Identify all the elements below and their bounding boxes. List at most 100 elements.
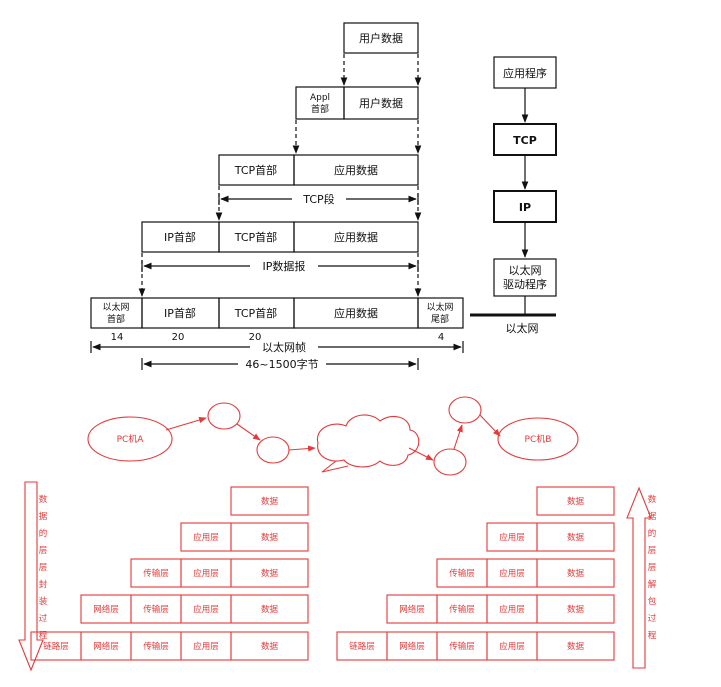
encapsulation-top xyxy=(90,22,464,370)
decap-caption-char: 据 xyxy=(648,511,657,522)
app-data-box-2 xyxy=(293,221,419,253)
encap-caption-char: 程 xyxy=(39,631,48,641)
router-node-3 xyxy=(433,448,467,476)
left-stack-row4-data-label: 数据 xyxy=(261,641,279,652)
right-stack-row2-app-label: 应用层 xyxy=(499,568,525,579)
user-data-label-2: 用户数据 xyxy=(359,96,403,110)
right-stack-row3-transport-label: 传输层 xyxy=(449,604,475,615)
tcp-header-label: TCP首部 xyxy=(234,163,277,177)
tcp-header-label-2: TCP首部 xyxy=(234,230,277,244)
app-data-label-3: 应用数据 xyxy=(334,306,378,320)
encap-caption-char: 封 xyxy=(39,579,48,590)
network-path-text: PC机A PC机B xyxy=(117,433,552,445)
encap-caption-char: 过 xyxy=(39,613,48,624)
tcp-segment-label: TCP段 xyxy=(302,192,334,206)
layer-stacks: 数据数据应用层数据传输层应用层数据网络层传输层应用层数据链路层网络层传输层应用层… xyxy=(30,486,615,661)
user-data-box xyxy=(343,22,419,54)
router-node-4 xyxy=(448,396,482,424)
left-stack-row3-app-box xyxy=(180,594,232,624)
pc-b-label: PC机B xyxy=(525,433,552,445)
size-eth-header: 14 xyxy=(111,332,124,343)
right-stack-row4-app-box xyxy=(486,631,538,661)
encap-caption-char: 层 xyxy=(39,563,48,573)
eth-trailer-label-1: 以太网 xyxy=(426,301,453,313)
stack-driver-label-1: 以太网 xyxy=(509,264,542,277)
pc-a-label: PC机A xyxy=(117,433,145,445)
left-stack-row2-data-label: 数据 xyxy=(261,568,279,579)
encap-caption-char: 装 xyxy=(39,596,48,607)
left-stack-row4-app-label: 应用层 xyxy=(193,641,219,652)
decap-direction-arrow xyxy=(626,486,652,669)
encap-caption-char: 据 xyxy=(39,511,48,522)
stack-tcp-label: TCP xyxy=(513,134,537,147)
left-stack-row2-app-box xyxy=(180,558,232,588)
stack-app-label: 应用程序 xyxy=(503,66,547,80)
right-stack-row3-network-label: 网络层 xyxy=(399,604,425,615)
ip-datagram-label: IP数据报 xyxy=(263,259,306,273)
eth-trailer-box xyxy=(417,297,464,329)
tcp-header-label-3: TCP首部 xyxy=(234,306,277,320)
internet-cloud xyxy=(316,414,420,468)
pc-b-node xyxy=(497,417,579,461)
right-stack-row3-app-box xyxy=(486,594,538,624)
right-stack-row4-app-label: 应用层 xyxy=(499,641,525,652)
stack-ip-label: IP xyxy=(519,201,531,214)
decap-caption-char: 过 xyxy=(648,613,657,624)
protocol-stack-text: 应用程序 TCP IP 以太网 驱动程序 以太网 xyxy=(503,66,547,335)
size-ip-header: 20 xyxy=(172,332,185,343)
right-stack-row2-app-box xyxy=(486,558,538,588)
protocol-stack xyxy=(470,56,557,317)
right-stack-row1-app-label: 应用层 xyxy=(499,532,525,543)
app-data-label-2: 应用数据 xyxy=(334,230,378,244)
left-stack-row4-network-label: 网络层 xyxy=(93,641,119,652)
decap-caption-char: 层 xyxy=(648,563,657,573)
right-stack-row4-data-label: 数据 xyxy=(567,641,585,652)
left-stack-row1-data-label: 数据 xyxy=(261,532,279,543)
app-data-label: 应用数据 xyxy=(334,163,378,177)
appl-header-label-1: Appl xyxy=(310,93,330,103)
right-stack-row1-app-box xyxy=(486,522,538,552)
ip-header-label-3: IP首部 xyxy=(164,306,196,320)
decap-caption-char: 数 xyxy=(648,494,657,505)
right-stack-row1-data-label: 数据 xyxy=(567,532,585,543)
encapsulation-text: 用户数据 Appl 首部 用户数据 TCP首部 应用数据 TCP段 IP首部 T… xyxy=(102,31,453,371)
size-eth-trailer: 4 xyxy=(438,332,444,343)
decap-caption-char: 程 xyxy=(648,631,657,641)
left-stack-row1-app-box xyxy=(180,522,232,552)
left-stack-row3-transport-label: 传输层 xyxy=(143,604,169,615)
eth-trailer-label-2: 尾部 xyxy=(431,313,449,325)
network-path xyxy=(87,396,579,476)
decap-caption-char: 的 xyxy=(648,528,657,539)
encap-caption-char: 数 xyxy=(39,494,48,505)
left-stack-row0-data-label: 数据 xyxy=(261,496,279,507)
user-data-box-2 xyxy=(343,86,419,120)
left-stack-row4-app-box xyxy=(180,631,232,661)
router-node-1 xyxy=(207,402,241,430)
eth-header-label-1: 以太网 xyxy=(102,301,129,313)
right-stack-row4-network-label: 网络层 xyxy=(399,641,425,652)
stack-ethernet-label: 以太网 xyxy=(506,322,539,335)
left-stack-row4-link-label: 链路层 xyxy=(43,641,69,652)
left-stack-row3-app-label: 应用层 xyxy=(193,604,219,615)
left-stack-row2-transport-label: 传输层 xyxy=(143,568,169,579)
right-stack-row0-data-label: 数据 xyxy=(567,496,585,507)
right-stack-row3-data-label: 数据 xyxy=(567,604,585,615)
pc-a-node xyxy=(87,416,173,462)
right-stack-row4-transport-label: 传输层 xyxy=(449,641,475,652)
encap-caption-char: 的 xyxy=(39,528,48,539)
appl-header-label-2: 首部 xyxy=(311,103,329,115)
size-tcp-header: 20 xyxy=(249,332,262,343)
eth-header-label-2: 首部 xyxy=(107,313,125,325)
left-stack-row0-data-box xyxy=(230,486,309,516)
left-stack-row3-data-label: 数据 xyxy=(261,604,279,615)
decap-caption-char: 包 xyxy=(648,596,657,607)
eth-frame-label: 以太网帧 xyxy=(262,340,306,354)
left-stack-row4-transport-label: 传输层 xyxy=(143,641,169,652)
app-data-box xyxy=(293,154,419,186)
right-stack-row3-app-label: 应用层 xyxy=(499,604,525,615)
ip-header-label: IP首部 xyxy=(164,230,196,244)
decap-caption-char: 层 xyxy=(648,546,657,556)
router-node-2 xyxy=(256,436,290,464)
